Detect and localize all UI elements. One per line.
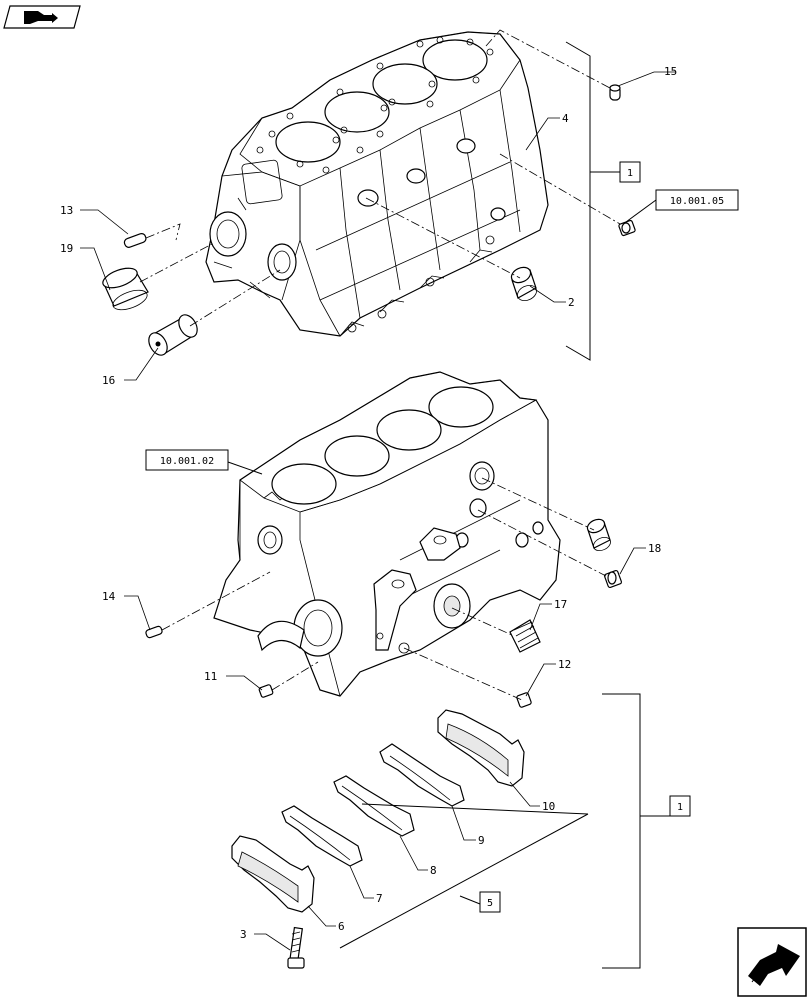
callout-8: 8 — [430, 864, 437, 877]
box-bearing-set-label: 5 — [487, 898, 493, 909]
bearing-cap-10 — [437, 709, 525, 787]
part-18-plug — [603, 569, 623, 589]
part-17-threaded-plug — [509, 619, 541, 653]
callout-leaders — [80, 71, 676, 951]
box-upper-group: 1 — [619, 161, 641, 183]
lower-engine-block — [213, 371, 561, 697]
callout-16: 16 — [102, 374, 115, 387]
box-bearing-set: 5 — [479, 891, 501, 913]
callout-4: 4 — [562, 112, 569, 125]
plug-10-001-05 — [618, 219, 636, 237]
callout-10: 10 — [542, 800, 555, 813]
callout-7: 7 — [376, 892, 383, 905]
callout-11: 11 — [204, 670, 217, 683]
upper-engine-block — [205, 31, 549, 337]
bearing-set-bracket — [339, 803, 589, 949]
next-page-arrow-icon[interactable] — [737, 927, 807, 997]
callout-13: 13 — [60, 204, 73, 217]
callout-14: 14 — [102, 590, 116, 603]
bearing-cap-6 — [231, 835, 315, 913]
part-3-bolt — [287, 926, 305, 969]
box-upper-group-label: 1 — [627, 168, 633, 179]
dashed-leader-lines — [139, 29, 621, 701]
part-12-plug — [516, 692, 532, 708]
part-15-pin — [609, 84, 621, 101]
part-11-plug — [258, 684, 274, 698]
part-13-dowel — [123, 233, 147, 248]
callout-18: 18 — [648, 542, 661, 555]
bearing-cap-9 — [379, 743, 465, 807]
upper-cylinder-bores — [275, 39, 488, 163]
ref-top-link[interactable]: 10.001.05 — [625, 189, 739, 223]
part-14-pin — [145, 625, 163, 639]
callout-2: 2 — [568, 296, 575, 309]
callout-15: 15 — [664, 65, 677, 78]
bearing-cap-7 — [281, 805, 363, 867]
part-19-bushing — [102, 267, 149, 311]
callout-19: 19 — [60, 242, 73, 255]
callout-3: 3 — [240, 928, 247, 941]
lower-bracket — [602, 693, 670, 969]
callout-12: 12 — [558, 658, 571, 671]
callout-9: 9 — [478, 834, 485, 847]
ref-middle-link[interactable]: 10.001.02 — [145, 449, 263, 475]
callout-17: 17 — [554, 598, 567, 611]
ref-top-label: 10.001.05 — [670, 196, 724, 207]
box-lower-group: 1 — [669, 795, 691, 817]
part-16-plug — [148, 314, 198, 356]
part-18-cup — [586, 518, 611, 552]
book-arrow-icon[interactable] — [3, 5, 81, 29]
bearing-cap-8 — [333, 775, 415, 837]
upper-bracket — [565, 41, 620, 361]
lower-cylinder-bores — [271, 386, 494, 505]
ref-middle-label: 10.001.02 — [160, 456, 214, 467]
callout-numbers: 15 4 13 19 2 16 18 14 17 11 12 10 9 8 7 … — [60, 65, 677, 941]
callout-6: 6 — [338, 920, 345, 933]
box-lower-group-label: 1 — [677, 802, 683, 813]
part-2-cup — [510, 266, 537, 302]
